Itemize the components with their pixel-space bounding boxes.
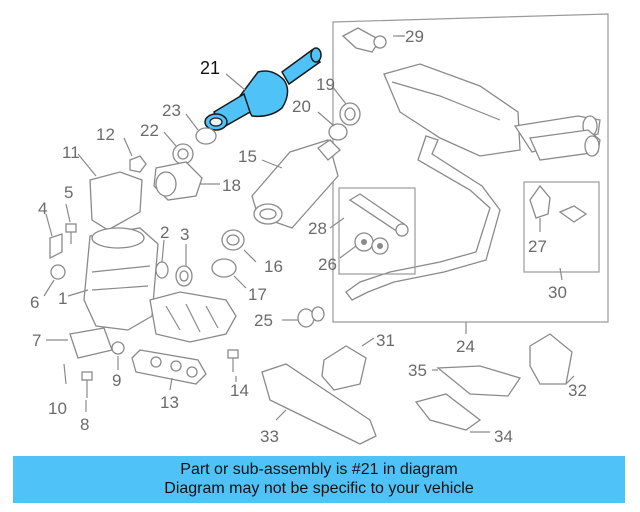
part-29-hanger xyxy=(341,27,405,53)
part-8-bolt xyxy=(81,371,93,398)
part-18-outlet xyxy=(153,161,203,201)
label-2[interactable]: 2 xyxy=(160,223,169,242)
part-26-rubber-mount xyxy=(354,232,389,255)
label-9[interactable]: 9 xyxy=(112,371,121,390)
label-1[interactable]: 1 xyxy=(58,289,67,308)
label-8[interactable]: 8 xyxy=(80,415,89,434)
label-15[interactable]: 15 xyxy=(238,147,257,166)
label-4[interactable]: 4 xyxy=(38,199,47,218)
label-35[interactable]: 35 xyxy=(408,361,427,380)
part-34-shield xyxy=(414,393,482,431)
part-3-clamp xyxy=(175,265,193,287)
part-20-gasket xyxy=(328,123,348,141)
label-21[interactable]: 21 xyxy=(200,58,220,78)
label-27[interactable]: 27 xyxy=(528,237,547,256)
label-22[interactable]: 22 xyxy=(140,121,159,140)
part-10-stud xyxy=(63,363,67,385)
label-5[interactable]: 5 xyxy=(64,183,73,202)
part-12-nut xyxy=(129,155,147,173)
label-17[interactable]: 17 xyxy=(248,285,267,304)
part-31-heat-shield xyxy=(321,345,367,391)
label-26[interactable]: 26 xyxy=(318,255,337,274)
label-25[interactable]: 25 xyxy=(254,311,273,330)
banner-line-2: Diagram may not be specific to your vehi… xyxy=(164,480,474,497)
part-labels: 21 29 19 20 23 22 12 11 15 18 5 4 2 3 16… xyxy=(30,27,587,446)
part-21-highlighted[interactable] xyxy=(204,47,322,131)
subbox-27-30 xyxy=(523,181,600,273)
label-13[interactable]: 13 xyxy=(160,393,179,412)
part-15-particulate-filter xyxy=(251,139,341,229)
part-7-bracket xyxy=(69,327,113,359)
part-14-bolt xyxy=(227,349,239,372)
part-22-clamp xyxy=(172,143,194,165)
intermediate-pipe xyxy=(345,135,501,301)
leader-lines xyxy=(43,35,575,433)
label-19[interactable]: 19 xyxy=(316,75,335,94)
label-7[interactable]: 7 xyxy=(32,331,41,350)
part-33-heat-shield xyxy=(261,363,377,445)
label-10[interactable]: 10 xyxy=(48,399,67,418)
part-5-bolt xyxy=(65,223,77,244)
part-9-washer xyxy=(111,341,125,355)
part-28-bracket xyxy=(348,193,409,237)
part-6-bushing xyxy=(50,264,66,280)
part-19-clamp xyxy=(339,102,361,126)
label-24[interactable]: 24 xyxy=(456,337,475,356)
exhaust-manifold xyxy=(149,291,237,343)
rear-muffler xyxy=(383,63,601,161)
exhaust-system-outline xyxy=(332,13,609,323)
label-28[interactable]: 28 xyxy=(308,219,327,238)
part-27-mount xyxy=(529,184,588,223)
part-11-heat-shield xyxy=(89,171,143,231)
banner-line-1: Part or sub-assembly is #21 in diagram xyxy=(180,461,458,478)
part-21-leader xyxy=(225,73,246,91)
part-23-gasket xyxy=(195,127,217,145)
label-23[interactable]: 23 xyxy=(162,101,181,120)
part-32-mount xyxy=(529,333,573,385)
part-1-converter xyxy=(83,227,159,331)
label-33[interactable]: 33 xyxy=(260,427,279,446)
subbox-28-26 xyxy=(338,187,416,275)
label-20[interactable]: 20 xyxy=(292,97,311,116)
part-4-bracket xyxy=(49,233,63,260)
label-32[interactable]: 32 xyxy=(568,381,587,400)
label-30[interactable]: 30 xyxy=(548,283,567,302)
label-34[interactable]: 34 xyxy=(494,427,513,446)
label-16[interactable]: 16 xyxy=(264,257,283,276)
label-11[interactable]: 11 xyxy=(62,143,80,162)
part-13-manifold-gasket xyxy=(131,349,207,385)
label-3[interactable]: 3 xyxy=(180,225,189,244)
part-17-gasket xyxy=(211,258,237,278)
part-2-gasket xyxy=(155,261,169,279)
part-16-clamp xyxy=(221,229,245,251)
part-25-clamp xyxy=(297,306,325,328)
label-14[interactable]: 14 xyxy=(230,381,249,400)
label-18[interactable]: 18 xyxy=(222,176,241,195)
label-31[interactable]: 31 xyxy=(376,331,395,350)
part-35-shield xyxy=(436,365,522,397)
label-6[interactable]: 6 xyxy=(30,293,39,312)
label-12[interactable]: 12 xyxy=(96,125,115,144)
info-banner: Part or sub-assembly is #21 in diagram D… xyxy=(13,456,625,503)
label-29[interactable]: 29 xyxy=(405,27,424,46)
